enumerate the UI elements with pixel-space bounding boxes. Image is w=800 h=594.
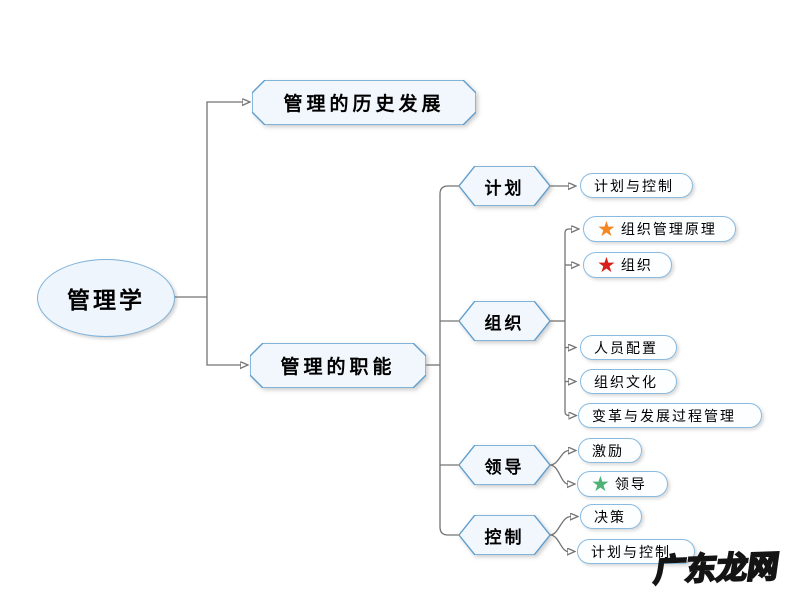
subtopic-motivation[interactable]: 激励	[578, 438, 642, 463]
subtopic-organizational-culture[interactable]: 组织文化	[580, 369, 677, 394]
subtopic-label: 激励	[592, 443, 624, 460]
subtopic-planning-and-control[interactable]: 计划与控制	[580, 173, 693, 198]
subtopic-leadership[interactable]: ★ 领导	[577, 471, 668, 497]
root-topic[interactable]: 管理学	[37, 259, 175, 337]
subtopic-label: 组织管理原理	[620, 222, 717, 238]
hexagon-shape	[459, 166, 550, 206]
topic-controlling-label: 控制	[484, 527, 525, 548]
connector-controlling-child1	[549, 517, 571, 536]
topic-history[interactable]: 管理的历史发展	[252, 80, 476, 125]
hexagon-shape	[459, 515, 550, 555]
star-icon-green: ★	[591, 471, 610, 496]
subtopic-label: 组织	[620, 258, 653, 274]
topic-controlling[interactable]: 控制	[459, 515, 550, 555]
connector-root-functions	[206, 297, 241, 365]
topic-organizing[interactable]: 组织	[459, 301, 550, 341]
connector-leading-child1	[549, 451, 569, 466]
topic-history-label: 管理的历史发展	[283, 93, 445, 115]
topic-leading[interactable]: 领导	[459, 445, 550, 485]
topic-functions-label: 管理的职能	[280, 356, 396, 378]
topic-leading-label: 领导	[484, 457, 525, 478]
connector-organizing-child1	[564, 229, 572, 321]
star-icon-orange: ★	[597, 216, 616, 241]
connector-functions-trunk	[439, 185, 459, 536]
subtopic-organization-management-principles[interactable]: ★ 组织管理原理	[583, 216, 736, 242]
watermark-text: 广东龙网	[651, 548, 782, 591]
star-icon-red: ★	[597, 252, 616, 277]
subtopic-label: 计划与控制	[591, 544, 671, 561]
subtopic-change-and-development-process-management[interactable]: 变革与发展过程管理	[578, 403, 762, 428]
subtopic-planning-and-control-2[interactable]: 计划与控制	[577, 539, 695, 564]
hexagon-shape	[459, 301, 550, 341]
connector-organizing-child5	[564, 321, 570, 416]
root-topic-label: 管理学	[67, 288, 145, 314]
octagon-shape	[252, 80, 476, 125]
subtopic-label: 领导	[614, 477, 647, 493]
subtopic-label: 计划与控制	[594, 178, 674, 195]
subtopic-label: 决策	[594, 509, 626, 526]
connector-leading-child2	[549, 464, 568, 484]
connector-controlling-child2	[549, 534, 568, 552]
octagon-shape	[250, 343, 426, 388]
hexagon-shape	[459, 445, 550, 485]
topic-organizing-label: 组织	[484, 313, 525, 334]
subtopic-organization[interactable]: ★ 组织	[583, 252, 672, 278]
connector-root-history	[206, 102, 243, 297]
subtopic-label: 组织文化	[594, 374, 658, 391]
topic-planning-label: 计划	[484, 178, 525, 199]
topic-planning[interactable]: 计划	[459, 166, 550, 206]
subtopic-staffing[interactable]: 人员配置	[580, 335, 677, 360]
subtopic-label: 人员配置	[594, 340, 658, 357]
subtopic-decision-making[interactable]: 决策	[580, 504, 642, 529]
topic-functions[interactable]: 管理的职能	[250, 343, 426, 388]
subtopic-label: 变革与发展过程管理	[592, 408, 736, 425]
